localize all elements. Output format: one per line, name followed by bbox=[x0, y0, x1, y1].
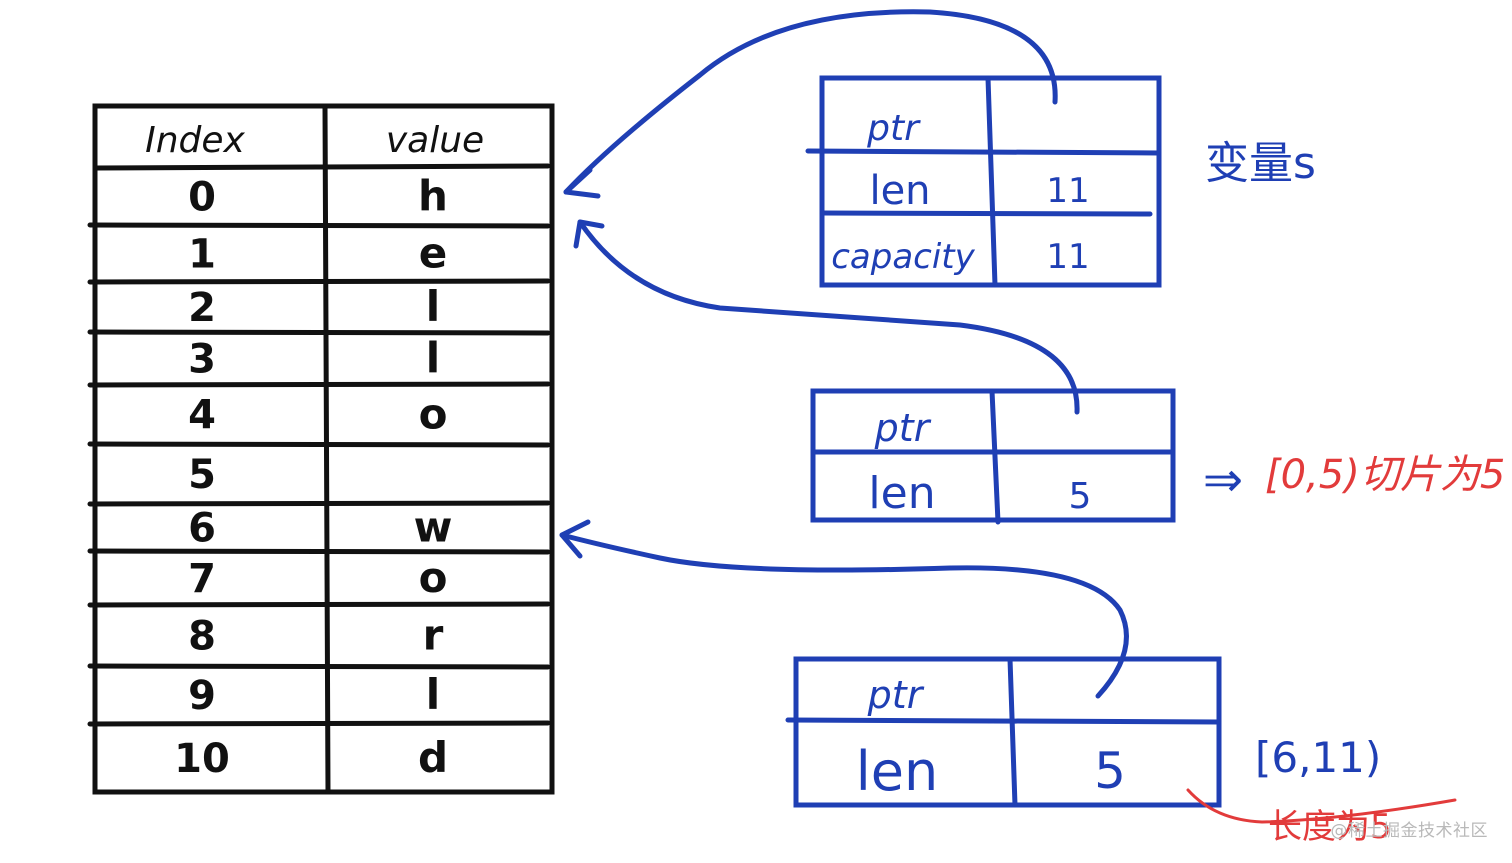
array-value-cell: l bbox=[426, 282, 440, 331]
variable-s-capacity-label: capacity bbox=[831, 237, 975, 277]
array-table-row-line bbox=[87, 381, 551, 388]
variable-s-label: 变量s bbox=[1205, 138, 1316, 189]
array-table-row-line bbox=[87, 601, 551, 608]
array-table-row-line bbox=[87, 278, 551, 285]
array-table-row-line bbox=[87, 500, 551, 507]
slice-hello-divider bbox=[989, 388, 1001, 525]
slice-hello-ptr-arrowhead bbox=[573, 219, 605, 249]
slice-hello-implies-arrow: ⇒ bbox=[1203, 452, 1243, 508]
variable-s-row-line bbox=[819, 210, 1153, 217]
slice-hello-len-value: 5 bbox=[1069, 476, 1092, 517]
array-index-cell: 9 bbox=[188, 673, 216, 719]
variable-s-box bbox=[805, 75, 1162, 288]
array-value-cell: r bbox=[423, 611, 444, 660]
array-table bbox=[87, 103, 555, 795]
array-table-row-line bbox=[87, 441, 551, 448]
array-value-cell: o bbox=[419, 390, 448, 439]
array-value-cell: l bbox=[426, 334, 440, 383]
array-value-cell: e bbox=[419, 229, 448, 278]
value-header: value bbox=[386, 120, 484, 161]
slice-world-ptr-label: ptr bbox=[867, 673, 925, 717]
slice-world-range-label: [6,11) bbox=[1255, 733, 1381, 782]
array-value-cell: w bbox=[414, 503, 453, 552]
array-table-row-line bbox=[87, 663, 551, 670]
variable-s-row-line bbox=[805, 148, 1162, 156]
array-table-row-line bbox=[87, 222, 551, 229]
array-index-cell: 3 bbox=[188, 337, 216, 383]
array-value-cell: o bbox=[419, 553, 448, 602]
slice-world-row-line bbox=[785, 717, 1222, 725]
slice-world-annotation-underline bbox=[1186, 788, 1457, 824]
array-table-column-divider bbox=[322, 103, 331, 795]
array-table-rows: 0 h 1 e 2 l 3 l 4 o 5 6 w 7 o 8 r 9 l 10 d bbox=[174, 172, 452, 783]
slice-world-ptr-arrow bbox=[559, 532, 1129, 699]
array-index-cell: 0 bbox=[188, 175, 216, 221]
slice-hello-ptr-label: ptr bbox=[874, 406, 932, 450]
slice-hello-ptr-arrow bbox=[577, 219, 1080, 415]
variable-s-len-label: len bbox=[869, 168, 930, 214]
array-index-cell: 4 bbox=[188, 393, 216, 439]
array-table-row-line bbox=[87, 329, 551, 336]
array-value-cell: l bbox=[426, 670, 440, 719]
variable-s-ptr-label: ptr bbox=[866, 108, 921, 149]
slice-hello-len-label: len bbox=[868, 468, 935, 519]
variable-s-capacity-value: 11 bbox=[1046, 237, 1089, 277]
variable-s-divider bbox=[985, 75, 998, 288]
array-table-header-divider bbox=[92, 163, 551, 171]
array-index-cell: 6 bbox=[188, 506, 216, 552]
array-index-cell: 10 bbox=[174, 736, 230, 782]
array-index-cell: 2 bbox=[188, 285, 216, 331]
variable-s-ptr-arrowhead bbox=[563, 167, 601, 199]
array-table-row-lines bbox=[87, 222, 551, 727]
array-table-row-line bbox=[87, 720, 551, 727]
array-index-cell: 1 bbox=[188, 232, 216, 278]
slice-world-divider bbox=[1007, 656, 1018, 808]
array-index-cell: 5 bbox=[188, 452, 216, 498]
array-value-cell: h bbox=[418, 172, 448, 221]
variable-s-ptr-arrow bbox=[563, 9, 1058, 195]
slice-hello-box bbox=[810, 388, 1176, 525]
watermark: @稀土掘金技术社区 bbox=[1330, 821, 1488, 841]
slice-world-len-value: 5 bbox=[1094, 742, 1126, 800]
pointer-arrows bbox=[559, 9, 1129, 699]
array-value-cell: d bbox=[418, 733, 448, 782]
index-header: Index bbox=[145, 120, 245, 161]
variable-s-len-value: 11 bbox=[1046, 171, 1089, 211]
array-index-cell: 7 bbox=[188, 556, 216, 602]
slice-world-box bbox=[785, 656, 1222, 808]
array-table-row-line bbox=[87, 548, 551, 555]
slice-world-ptr-arrowhead bbox=[559, 519, 591, 559]
slice-world-len-label: len bbox=[856, 740, 938, 803]
slice-hello-annotation: [0,5)切片为5 bbox=[1265, 452, 1505, 498]
array-index-cell: 8 bbox=[188, 614, 216, 660]
